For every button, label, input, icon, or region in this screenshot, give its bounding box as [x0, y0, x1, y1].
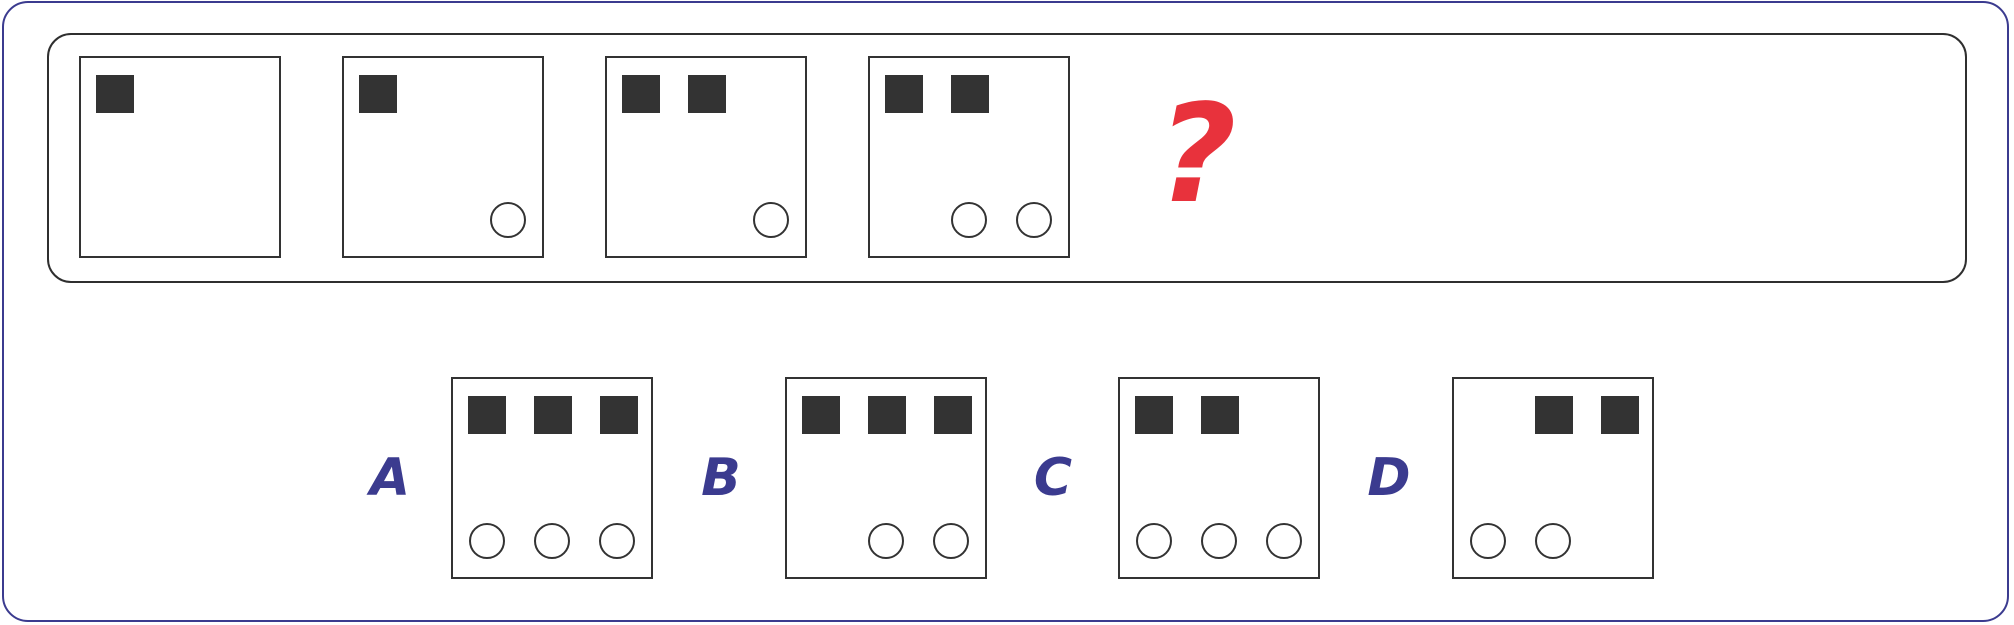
filled-square — [688, 75, 726, 113]
option-d-box[interactable] — [1452, 377, 1654, 579]
filled-square — [534, 396, 572, 434]
filled-square — [934, 396, 972, 434]
hollow-circle — [469, 523, 505, 559]
filled-square — [1201, 396, 1239, 434]
hollow-circle — [1470, 523, 1506, 559]
option-b-box[interactable] — [785, 377, 987, 579]
option-c-box[interactable] — [1118, 377, 1320, 579]
hollow-circle — [933, 523, 969, 559]
hollow-circle — [490, 202, 526, 238]
filled-square — [885, 75, 923, 113]
option-letter-b: B — [701, 448, 741, 508]
filled-square — [600, 396, 638, 434]
filled-square — [359, 75, 397, 113]
filled-square — [96, 75, 134, 113]
hollow-circle — [534, 523, 570, 559]
hollow-circle — [868, 523, 904, 559]
option-letter-c: C — [1033, 448, 1073, 508]
hollow-circle — [753, 202, 789, 238]
filled-square — [622, 75, 660, 113]
sequence-cell-1 — [79, 56, 281, 258]
hollow-circle — [599, 523, 635, 559]
hollow-circle — [951, 202, 987, 238]
option-letter-a: A — [369, 448, 411, 508]
filled-square — [468, 396, 506, 434]
sequence-cell-4 — [868, 56, 1070, 258]
filled-square — [951, 75, 989, 113]
filled-square — [1601, 396, 1639, 434]
hollow-circle — [1016, 202, 1052, 238]
option-letter-d: D — [1367, 448, 1411, 508]
filled-square — [1135, 396, 1173, 434]
hollow-circle — [1266, 523, 1302, 559]
hollow-circle — [1201, 523, 1237, 559]
sequence-cell-2 — [342, 56, 544, 258]
filled-square — [1535, 396, 1573, 434]
filled-square — [868, 396, 906, 434]
sequence-panel — [47, 33, 1967, 283]
question-mark: ? — [1157, 76, 1237, 234]
hollow-circle — [1136, 523, 1172, 559]
hollow-circle — [1535, 523, 1571, 559]
option-a-box[interactable] — [451, 377, 653, 579]
sequence-cell-3 — [605, 56, 807, 258]
filled-square — [802, 396, 840, 434]
